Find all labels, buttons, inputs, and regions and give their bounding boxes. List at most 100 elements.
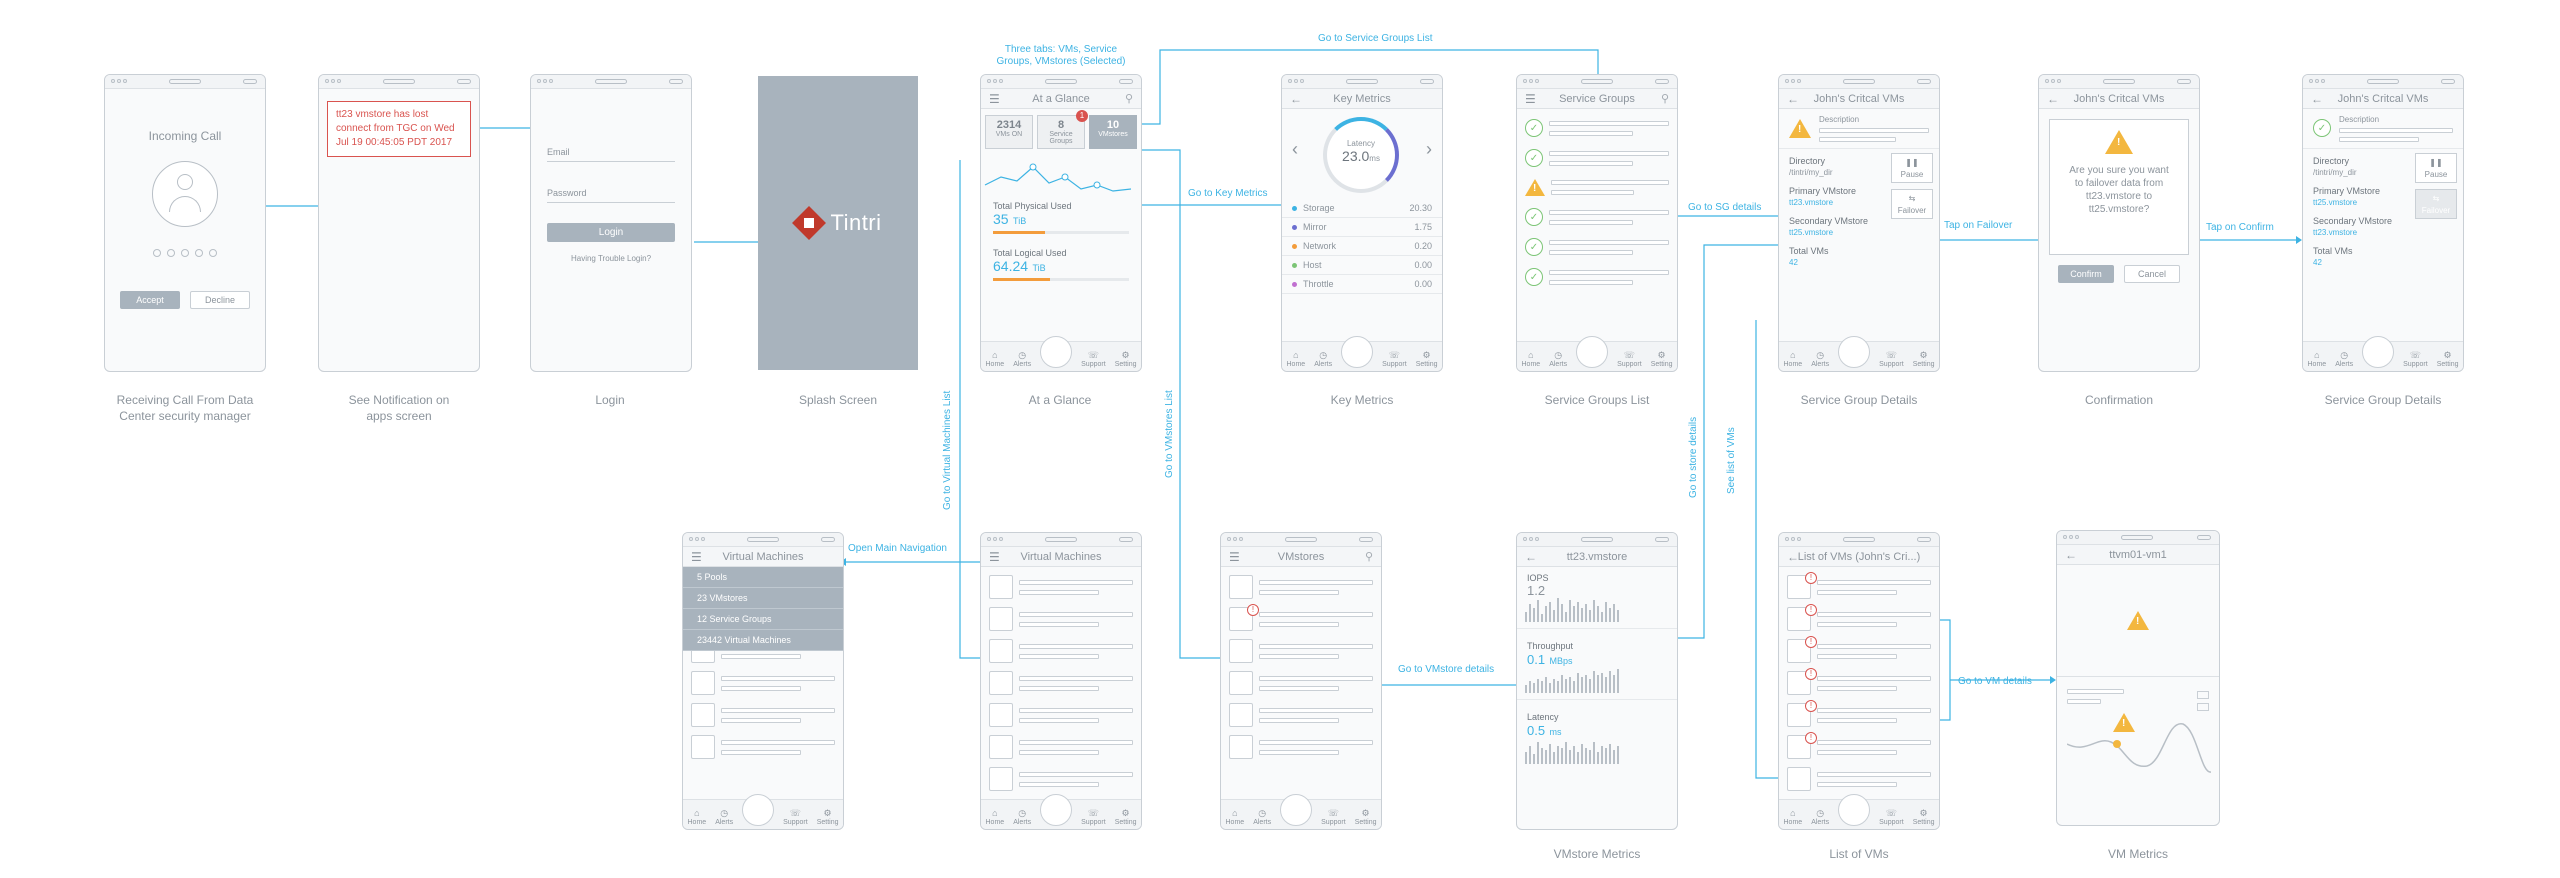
list-item[interactable] [981,763,1141,795]
total-vms-link[interactable]: 42 [1789,258,1798,267]
back-arrow-icon[interactable]: ← [1787,550,1799,564]
search-icon[interactable]: ⚲ [1660,93,1669,105]
nav-support[interactable]: ☏Support [1382,350,1407,369]
avatar[interactable] [1576,336,1609,368]
failover-button[interactable]: ⇆Failover [1891,189,1933,219]
nav-home[interactable]: ⌂Home [1783,350,1803,369]
tab-vms[interactable]: 2314 VMs ON [985,115,1033,149]
list-item[interactable] [1779,763,1939,795]
tab-vmstores[interactable]: 10 VMstores [1089,115,1137,149]
nav-support[interactable]: ☏Support [783,808,808,827]
list-item[interactable]: ! [1779,699,1939,731]
list-item[interactable]: ! [1779,603,1939,635]
nav-alerts[interactable]: ◷Alerts [1314,350,1333,369]
secondary-vmstore-link[interactable]: tt25.vmstore [1789,228,1834,237]
nav-setting[interactable]: ⚙Setting [1114,350,1137,369]
search-icon[interactable]: ⚲ [1124,93,1133,105]
nav-support[interactable]: ☏Support [1879,808,1904,827]
list-item[interactable]: ! [1221,603,1381,635]
nav-home[interactable]: ⌂Home [985,808,1005,827]
list-item[interactable]: ! [1779,571,1939,603]
avatar[interactable] [1838,336,1871,368]
back-arrow-icon[interactable]: ← [2311,92,2323,106]
nav-home[interactable]: ⌂Home [1521,350,1541,369]
total-vms-link[interactable]: 42 [2313,258,2322,267]
list-item[interactable] [1221,731,1381,763]
avatar[interactable] [1341,336,1374,368]
back-arrow-icon[interactable]: ← [2047,92,2059,106]
back-arrow-icon[interactable]: ← [1525,550,1537,564]
list-item[interactable] [683,731,843,763]
list-item[interactable] [683,667,843,699]
password-field[interactable]: Password [547,188,675,203]
secondary-vmstore-link[interactable]: tt23.vmstore [2313,228,2358,237]
chevron-left-icon[interactable]: ‹ [1292,139,1298,159]
nav-home[interactable]: ⌂Home [1225,808,1245,827]
menu-item[interactable]: 23 VMstores [683,588,843,609]
tab-service-groups[interactable]: 1 8 Service Groups [1037,110,1088,149]
nav-alerts[interactable]: ◷Alerts [1013,350,1032,369]
list-item[interactable] [981,667,1141,699]
avatar[interactable] [742,794,775,826]
nav-support[interactable]: ☏Support [1617,350,1642,369]
avatar[interactable] [2362,336,2395,368]
list-item[interactable] [981,635,1141,667]
list-item[interactable] [1221,699,1381,731]
menu-icon[interactable]: ☰ [989,550,1000,564]
list-item[interactable] [981,731,1141,763]
trouble-login-link[interactable]: Having Trouble Login? [570,254,652,263]
service-group-row[interactable]: ! [1517,173,1677,202]
menu-icon[interactable]: ☰ [989,92,1000,106]
nav-home[interactable]: ⌂Home [2307,350,2327,369]
nav-support[interactable]: ☏Support [1081,350,1106,369]
menu-item[interactable]: 12 Service Groups [683,609,843,630]
avatar[interactable] [1040,794,1073,826]
list-item[interactable] [981,699,1141,731]
menu-icon[interactable]: ☰ [691,550,702,564]
nav-alerts[interactable]: ◷Alerts [715,808,734,827]
nav-setting[interactable]: ⚙Setting [1650,350,1673,369]
menu-item[interactable]: 23442 Virtual Machines [683,630,843,651]
login-button[interactable]: Login [547,223,675,242]
list-item[interactable] [1221,571,1381,603]
nav-setting[interactable]: ⚙Setting [1912,808,1935,827]
back-arrow-icon[interactable]: ← [1290,92,1302,106]
list-item[interactable] [1221,667,1381,699]
nav-support[interactable]: ☏Support [1321,808,1346,827]
list-item[interactable] [683,699,843,731]
nav-home[interactable]: ⌂Home [1783,808,1803,827]
avatar[interactable] [1280,794,1313,826]
decline-button[interactable]: Decline [190,291,250,309]
nav-setting[interactable]: ⚙Setting [816,808,839,827]
service-group-row[interactable]: ✓ [1517,202,1677,232]
nav-setting[interactable]: ⚙Setting [1354,808,1377,827]
nav-home[interactable]: ⌂Home [985,350,1005,369]
confirm-button[interactable]: Confirm [2058,265,2114,283]
email-field[interactable]: Email [547,147,675,162]
nav-alerts[interactable]: ◷Alerts [1811,808,1830,827]
nav-support[interactable]: ☏Support [2403,350,2428,369]
primary-vmstore-link[interactable]: tt25.vmstore [2313,198,2358,207]
nav-alerts[interactable]: ◷Alerts [2335,350,2354,369]
service-group-row[interactable]: ✓ [1517,232,1677,262]
back-arrow-icon[interactable]: ← [2065,548,2077,562]
notification-card[interactable]: tt23 vmstore has lost connect from TGC o… [327,101,471,157]
nav-support[interactable]: ☏Support [1081,808,1106,827]
back-arrow-icon[interactable]: ← [1787,92,1799,106]
nav-home[interactable]: ⌂Home [687,808,707,827]
nav-setting[interactable]: ⚙Setting [1912,350,1935,369]
list-item[interactable] [981,603,1141,635]
primary-vmstore-link[interactable]: tt23.vmstore [1789,198,1834,207]
nav-setting[interactable]: ⚙Setting [1415,350,1438,369]
list-item[interactable] [981,571,1141,603]
list-item[interactable] [1221,635,1381,667]
nav-setting[interactable]: ⚙Setting [1114,808,1137,827]
list-item[interactable]: ! [1779,731,1939,763]
nav-alerts[interactable]: ◷Alerts [1549,350,1568,369]
menu-icon[interactable]: ☰ [1229,550,1240,564]
